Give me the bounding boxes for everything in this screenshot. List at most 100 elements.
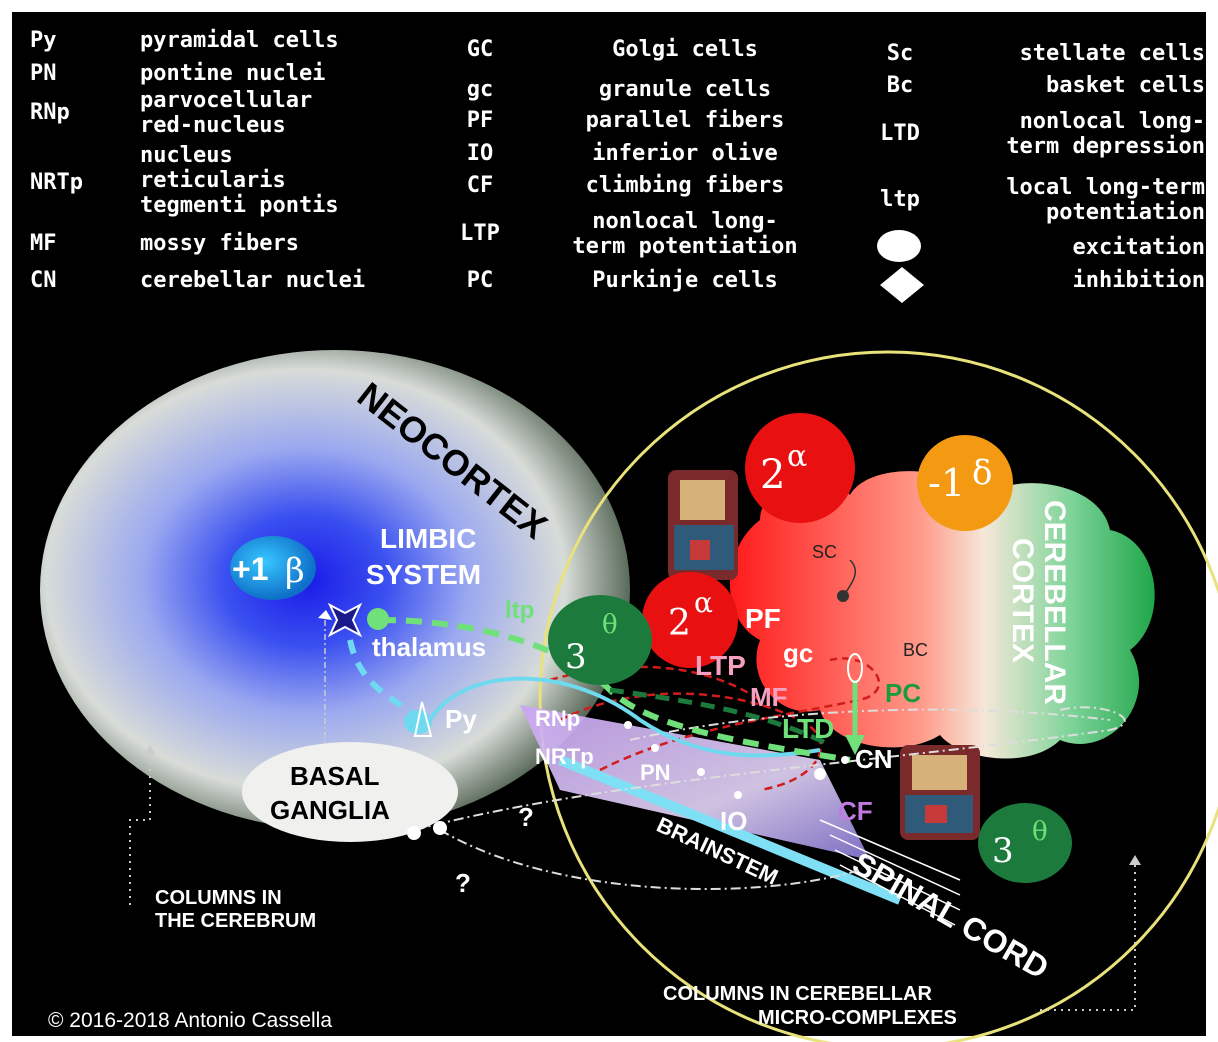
- excitation-symbol: [877, 230, 921, 262]
- ltd-label: LTD: [782, 713, 834, 744]
- badge-minus1-delta: -1 δ: [917, 435, 1013, 531]
- legend-desc: climbing fibers: [586, 173, 785, 198]
- legend-desc: reticularis: [140, 168, 286, 193]
- cerebellar-cortex-cloud: [730, 471, 1155, 759]
- svg-text:2: 2: [760, 452, 785, 498]
- basal-node-1: [407, 826, 421, 840]
- pn-label: PN: [640, 760, 671, 785]
- legend-desc: inferior olive: [592, 141, 777, 166]
- basal-node-2: [433, 821, 447, 835]
- thalamus-excitation-node: [367, 608, 389, 630]
- thalamus-label: thalamus: [372, 632, 486, 662]
- legend-abbr: RNp: [30, 100, 70, 125]
- svg-text:β: β: [285, 551, 305, 591]
- cerebellar-columns-label-2: MICRO-COMPLEXES: [758, 1007, 957, 1029]
- dark-green-dashed-pathway: [609, 687, 832, 748]
- question-mark-2: ?: [455, 868, 471, 898]
- legend-abbr: GC: [467, 37, 494, 62]
- sc-label: SC: [812, 542, 837, 562]
- pc-label: PC: [885, 678, 921, 708]
- thalamus-cell: [327, 602, 363, 638]
- white-pathways: [414, 706, 1126, 891]
- legend-desc: mossy fibers: [140, 231, 299, 256]
- basal-ganglia-label-1: BASAL: [290, 761, 380, 791]
- bc-label: BC: [903, 640, 928, 660]
- svg-text:3: 3: [992, 831, 1014, 871]
- legend-desc: Purkinje cells: [592, 268, 777, 293]
- glyph-figure-bottom: [900, 745, 980, 840]
- badge-plus1-beta: +1 β: [230, 536, 316, 600]
- limbic-label-2: SYSTEM: [366, 559, 481, 590]
- svg-text:δ: δ: [972, 453, 992, 493]
- cn-label: CN: [855, 744, 893, 774]
- pyramidal-cell-icon: [413, 701, 433, 737]
- cell-markers: [624, 559, 863, 799]
- thalamus-inhibition-marker: [318, 610, 332, 620]
- gc-label: gc: [783, 638, 813, 668]
- legend-desc: excitation: [1073, 235, 1205, 260]
- svg-text:-1: -1: [928, 461, 965, 505]
- svg-text:3: 3: [565, 637, 587, 677]
- spinal-cord-fibers: [819, 819, 961, 926]
- spinal-cord-tract: [558, 755, 902, 905]
- basal-ganglia-label-2: GANGLIA: [270, 795, 390, 825]
- copyright: © 2016-2018 Antonio Cassella: [48, 1009, 332, 1032]
- legend-abbr: Py: [30, 28, 57, 53]
- legend-desc: granule cells: [599, 77, 771, 102]
- io-label: IO: [720, 806, 747, 836]
- legend-abbr: Sc: [887, 41, 914, 66]
- legend-abbr: LTD: [880, 121, 920, 146]
- ltp-label: LTP: [695, 650, 746, 681]
- badge-two-alpha-mid: 2 α: [642, 572, 738, 668]
- cerebellar-columns-label-1: COLUMNS IN CEREBELLAR: [663, 983, 932, 1005]
- glyph-figure-top: [668, 470, 738, 580]
- legend-desc: parallel fibers: [586, 108, 785, 133]
- legend-desc: nucleus: [140, 143, 233, 168]
- cerebrum-columns-label-2: THE CEREBRUM: [155, 910, 316, 932]
- svg-text:α: α: [787, 439, 807, 474]
- legend-desc: Golgi cells: [612, 37, 758, 62]
- legend-abbr: ltp: [880, 187, 920, 212]
- legend-abbr: gc: [467, 77, 494, 102]
- legend-desc: nonlocal long-: [1020, 109, 1205, 134]
- legend-abbr: CF: [467, 173, 494, 198]
- legend-abbr: PN: [30, 61, 57, 86]
- brainstem-shape: [520, 705, 870, 860]
- basal-ganglia-shape: [242, 742, 458, 842]
- limbic-label-1: LIMBIC: [380, 523, 476, 554]
- neocortex-sphere: [40, 350, 630, 830]
- svg-text:θ: θ: [1032, 817, 1048, 847]
- py-label: Py: [445, 704, 477, 734]
- legend-desc: pontine nuclei: [140, 61, 325, 86]
- legend-desc: parvocellular: [140, 88, 312, 113]
- legend-abbr: PF: [467, 108, 494, 133]
- cerebellar-columns-arrow: [1040, 860, 1136, 1011]
- legend-abbr: CN: [30, 268, 57, 293]
- question-mark-1: ?: [518, 802, 534, 832]
- svg-text:+1: +1: [232, 551, 268, 587]
- cf-label: CF: [838, 796, 873, 826]
- inhibition-symbol: [880, 267, 924, 303]
- legend-desc: term depression: [1006, 134, 1205, 159]
- badge-three-theta-left: 3 θ: [548, 595, 652, 685]
- svg-text:2: 2: [668, 603, 691, 644]
- badge-three-theta-right: 3 θ: [978, 803, 1072, 883]
- legend-desc: stellate cells: [1020, 41, 1205, 66]
- legend-abbr: IO: [467, 141, 494, 166]
- legend-desc: local long-term: [1006, 175, 1205, 200]
- pc-arrowhead: [845, 735, 865, 755]
- badge-two-alpha-top: 2 α: [745, 413, 855, 523]
- legend-desc: potentiation: [1046, 200, 1205, 225]
- legend-abbr: NRTp: [30, 170, 83, 195]
- legend-desc: basket cells: [1046, 73, 1205, 98]
- legend-abbr: PC: [467, 268, 494, 293]
- nrtp-label: NRTp: [535, 744, 594, 769]
- pf-label: PF: [745, 603, 781, 634]
- cerebrum-arrowhead: [144, 745, 156, 755]
- cerebrum-columns-arrow: [129, 750, 151, 905]
- legend-desc: inhibition: [1073, 268, 1205, 293]
- svg-text:θ: θ: [602, 610, 618, 640]
